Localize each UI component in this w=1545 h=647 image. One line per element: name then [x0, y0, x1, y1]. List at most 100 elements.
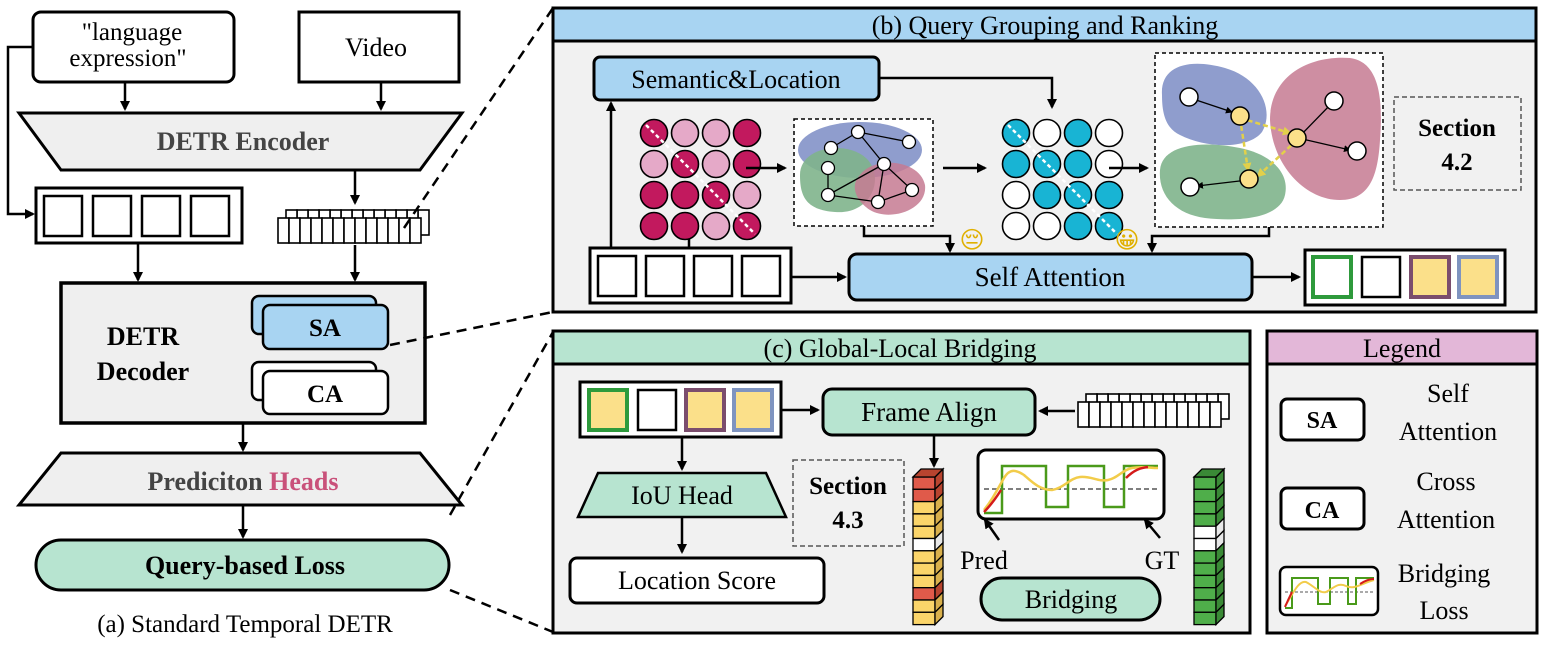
- query-slots-b: [588, 246, 793, 305]
- legend-ca-line2: Attention: [1397, 505, 1495, 534]
- panel-b-header: [551, 6, 1538, 43]
- prediction-heads-label: Prediciton Heads: [148, 467, 339, 496]
- section-4-2-line1: Section: [1418, 115, 1496, 142]
- self-attention-label: Self Attention: [975, 262, 1126, 292]
- grid-dot: [1001, 149, 1031, 179]
- frame-align-box: [821, 387, 1037, 437]
- ca-block-label: CA: [307, 381, 343, 408]
- section-4-2-line2: 4.2: [1441, 149, 1472, 176]
- feature-frame-cell: [1187, 401, 1200, 428]
- grid-dot: [670, 149, 700, 179]
- score-cell: [912, 537, 936, 552]
- legend-sa-line1: Self: [1427, 379, 1469, 408]
- pred-label: Pred: [960, 546, 1008, 575]
- feature-frame-cell: [1198, 401, 1211, 428]
- score-cell: [912, 550, 936, 564]
- query-based-loss-label: Query-based Loss: [145, 551, 345, 580]
- grid-dot: [639, 180, 669, 210]
- semantic-location-label: Semantic&Location: [631, 65, 840, 94]
- legend-sa-line2: Attention: [1399, 417, 1497, 446]
- grid-dot: [639, 149, 669, 179]
- grid-dot: [701, 211, 731, 241]
- feature-frame-cell: [1077, 401, 1090, 428]
- heads-word-prediction: Prediciton: [148, 467, 264, 496]
- legend-title: Legend: [1363, 334, 1441, 363]
- grid-dot: [1094, 180, 1124, 210]
- score-cell: [1193, 500, 1217, 515]
- legend-bridging-line1: Bridging: [1398, 559, 1490, 588]
- grid-dot: [1063, 211, 1093, 241]
- language-expression-line2: expression": [69, 45, 186, 72]
- panel-c-global-local-bridging: (c) Global-Local Bridging Frame Align Io…: [551, 329, 1252, 635]
- arrow-language-to-text-queries: [6, 45, 35, 219]
- panel-a-standard-temporal-detr: "language expression" Video DETR Encoder…: [6, 10, 466, 638]
- gt-label: GT: [1145, 546, 1180, 575]
- grouped-query-output-b: [1303, 248, 1507, 307]
- score-cell: [912, 500, 936, 515]
- pred-score-column: [911, 467, 945, 627]
- feature-frame-cell: [1176, 401, 1189, 428]
- grid-dot: [732, 149, 762, 179]
- bridging-plot: [976, 448, 1166, 521]
- feature-frame-cell: [277, 217, 290, 244]
- panel-b-query-grouping-ranking: (b) Query Grouping and Ranking Semantic&…: [551, 6, 1538, 314]
- score-cell: [1193, 513, 1217, 527]
- legend-bridging-icon: [1278, 565, 1380, 617]
- arrow-pred-to-bridging: [983, 518, 1001, 541]
- feature-frame-cell: [1132, 401, 1145, 428]
- score-cell: [912, 513, 936, 527]
- score-cell: [912, 525, 936, 540]
- sa-block-label: SA: [309, 315, 341, 342]
- legend-bridging-line2: Loss: [1419, 596, 1468, 625]
- grid-dot: [1001, 211, 1031, 241]
- sad-face-icon: 😔: [959, 226, 984, 254]
- detr-encoder-label: DETR Encoder: [157, 127, 330, 156]
- feature-frame-cell: [1110, 401, 1123, 428]
- iou-head-trapezoid: [576, 471, 788, 519]
- gt-score-column: [1192, 467, 1226, 627]
- score-cell: [1193, 550, 1217, 564]
- legend-sa-key-label: SA: [1307, 408, 1338, 434]
- grid-dot: [732, 118, 762, 148]
- score-cell: [1193, 587, 1217, 601]
- grid-dot: [1063, 118, 1093, 148]
- score-cell: [1193, 599, 1217, 613]
- legend-ca-line1: Cross: [1416, 467, 1475, 496]
- legend-header: [1265, 329, 1539, 366]
- panel-c-title: (c) Global-Local Bridging: [764, 334, 1037, 363]
- legend-ca-key-label: CA: [1305, 498, 1340, 524]
- bridging-pill: [979, 576, 1162, 622]
- grid-dot: [1032, 118, 1062, 148]
- detr-decoder-line2: Decoder: [97, 357, 189, 386]
- feature-frame-cell: [409, 217, 422, 244]
- feature-frame-cell: [376, 217, 389, 244]
- feature-frame-cell: [1154, 401, 1167, 428]
- legend-panel: Legend SA Self Attention CA Cross Attent…: [1265, 329, 1539, 635]
- grid-dot: [701, 149, 731, 179]
- prediction-heads-trapezoid: [15, 451, 466, 507]
- grid-dot: [670, 118, 700, 148]
- grid-dot: [1001, 180, 1031, 210]
- grid-dot: [670, 211, 700, 241]
- section-4-3-box: [792, 459, 905, 547]
- arrow-graph-to-self-attention: [862, 226, 955, 253]
- grouped-query-input-c: [578, 380, 783, 439]
- score-cell: [912, 611, 936, 626]
- score-cell: [1193, 488, 1217, 503]
- feature-frame-cell: [1088, 401, 1101, 428]
- feature-frame-cell: [299, 217, 312, 244]
- feature-frame-cell: [332, 217, 345, 244]
- score-cell: [912, 488, 936, 503]
- iou-head-label: IoU Head: [631, 481, 733, 510]
- text-query-slots: [34, 186, 244, 245]
- frame-align-label: Frame Align: [861, 397, 997, 427]
- grid-dot: [1032, 180, 1062, 210]
- grid-dot: [1063, 149, 1093, 179]
- feature-frame-cell: [1209, 401, 1222, 428]
- feature-frame-cell: [387, 217, 400, 244]
- grid-dot: [1032, 211, 1062, 241]
- score-cell: [1193, 476, 1217, 490]
- language-expression-line1: "language: [82, 19, 182, 46]
- video-box: [297, 10, 461, 84]
